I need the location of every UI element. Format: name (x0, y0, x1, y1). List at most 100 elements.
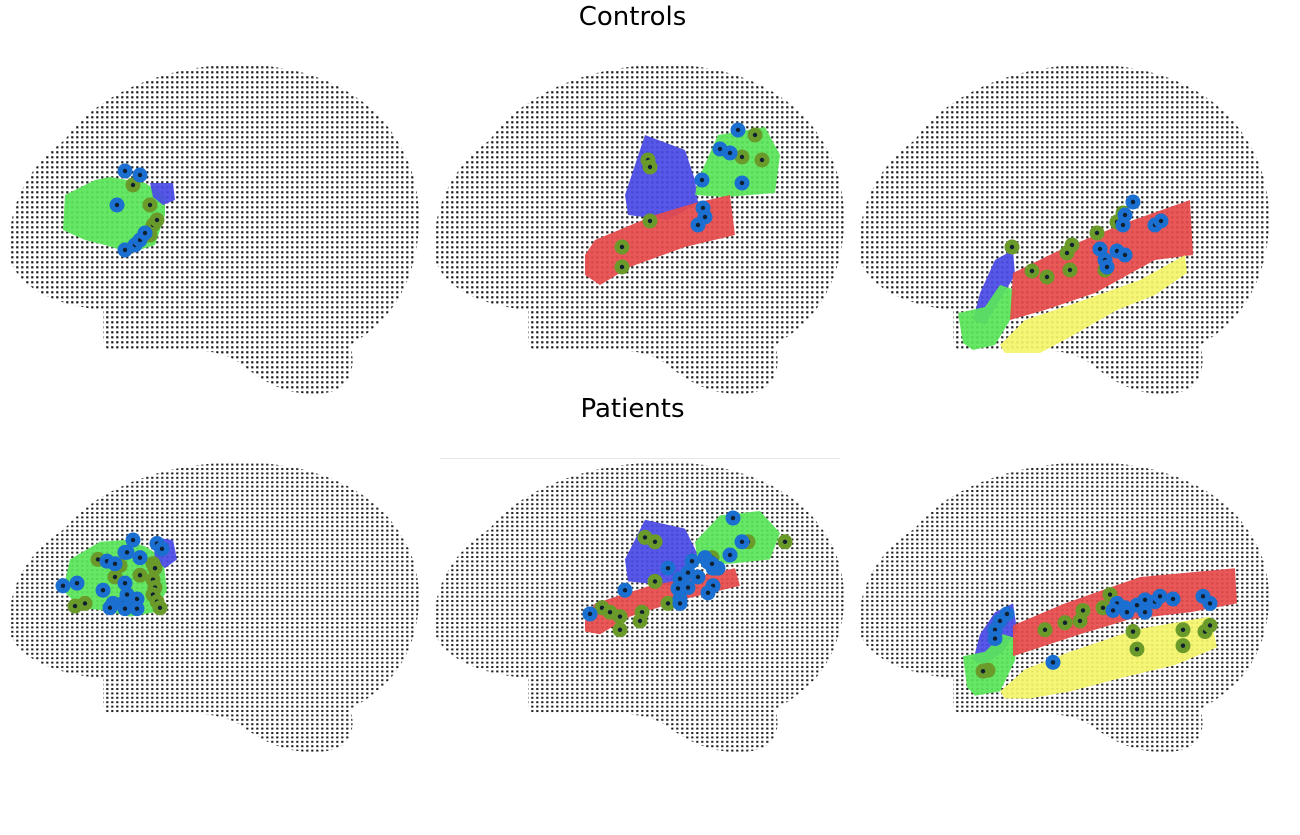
brain-outline (9, 462, 420, 752)
patients-brain-view-1 (5, 445, 435, 835)
brain-diagram (9, 64, 420, 394)
brain-diagram (9, 462, 420, 752)
electrode-olive (614, 259, 630, 275)
electrode-blue (684, 553, 700, 569)
electrode-olive (149, 212, 165, 228)
electrode-blue (1202, 595, 1218, 611)
electrode-blue (690, 569, 706, 585)
brain-diagram (434, 462, 845, 752)
controls-group-title: Controls (578, 2, 687, 32)
electrode-blue (582, 606, 598, 622)
electrode-blue (107, 556, 123, 572)
brain-diagram (434, 64, 845, 394)
electrode-olive (734, 149, 750, 165)
electrode-blue (1117, 247, 1133, 263)
electrode-blue (117, 163, 133, 179)
electrode-olive (1175, 638, 1191, 654)
electrode-blue (154, 541, 170, 557)
brain-outline (859, 64, 1270, 394)
electrode-olive (612, 609, 628, 625)
electrode-olive (642, 159, 658, 175)
electrode-blue (722, 547, 738, 563)
patients-brain-view-3 (855, 445, 1285, 835)
electrode-olive (1059, 245, 1075, 261)
electrode-olive (1175, 622, 1191, 638)
electrode-olive (142, 197, 158, 213)
electrode-olive (1024, 263, 1040, 279)
region-yellow (1000, 255, 1187, 353)
electrode-blue (734, 175, 750, 191)
electrode-olive (1129, 641, 1145, 657)
electrode-olive (642, 213, 658, 229)
electrode-blue (1119, 604, 1135, 620)
electrode-blue (690, 217, 706, 233)
electrode-blue (1099, 259, 1115, 275)
electrode-blue (680, 580, 696, 596)
electrode-blue (109, 197, 125, 213)
region-yellow (1000, 616, 1217, 699)
region-blue (973, 250, 1015, 325)
electrode-blue (722, 145, 738, 161)
electrode-blue (117, 575, 133, 591)
electrode-blue (129, 601, 145, 617)
brain-diagram (859, 462, 1270, 752)
electrode-blue (137, 225, 153, 241)
electrode-olive (1039, 269, 1055, 285)
electrode-olive (1202, 617, 1218, 633)
electrode-olive (777, 534, 793, 550)
electrode-olive (1089, 225, 1105, 241)
controls-brain-view-1 (5, 45, 435, 435)
electrode-blue (1125, 194, 1141, 210)
separator-line (440, 458, 840, 459)
electrode-blue (1045, 654, 1061, 670)
electrode-blue (672, 595, 688, 611)
electrode-blue (1165, 591, 1181, 607)
electrode-blue (730, 122, 746, 138)
electrode-olive (614, 239, 630, 255)
electrode-olive (647, 534, 663, 550)
electrode-olive (1062, 262, 1078, 278)
electrode-blue (1137, 604, 1153, 620)
electrode-olive (647, 573, 663, 589)
electrode-blue (69, 575, 85, 591)
electrode-blue (734, 534, 750, 550)
electrode-olive (132, 567, 148, 583)
patients-brain-view-2 (430, 445, 860, 835)
electrode-olive (1125, 624, 1141, 640)
electrode-blue (117, 601, 133, 617)
electrode-blue (700, 585, 716, 601)
electrode-blue (119, 544, 135, 560)
electrode-blue (55, 578, 71, 594)
electrode-olive (660, 595, 676, 611)
electrode-blue (102, 600, 118, 616)
electrode-blue (132, 167, 148, 183)
electrode-olive (77, 595, 93, 611)
brain-outline (9, 64, 420, 394)
electrode-blue (987, 631, 1003, 647)
electrode-olive (1072, 613, 1088, 629)
controls-brain-view-3 (855, 45, 1285, 435)
controls-brain-view-2 (430, 45, 860, 435)
electrode-blue (660, 560, 676, 576)
electrode-blue (725, 510, 741, 526)
electrode-blue (132, 550, 148, 566)
brain-diagram (859, 64, 1270, 394)
electrode-olive (1037, 622, 1053, 638)
region-blue (150, 183, 175, 205)
electrode-olive (1004, 239, 1020, 255)
electrode-olive (147, 560, 163, 576)
electrode-blue (125, 532, 141, 548)
electrode-blue (95, 582, 111, 598)
electrode-blue (1152, 588, 1168, 604)
electrode-blue (694, 172, 710, 188)
electrode-blue (617, 582, 633, 598)
region-green (958, 285, 1015, 350)
electrode-olive (152, 600, 168, 616)
electrode-olive (747, 127, 763, 143)
electrode-olive (612, 622, 628, 638)
patients-group-title: Patients (580, 394, 685, 424)
electrode-olive (975, 663, 991, 679)
electrode-olive (1057, 615, 1073, 631)
electrode-olive (632, 613, 648, 629)
electrode-blue (1153, 213, 1169, 229)
